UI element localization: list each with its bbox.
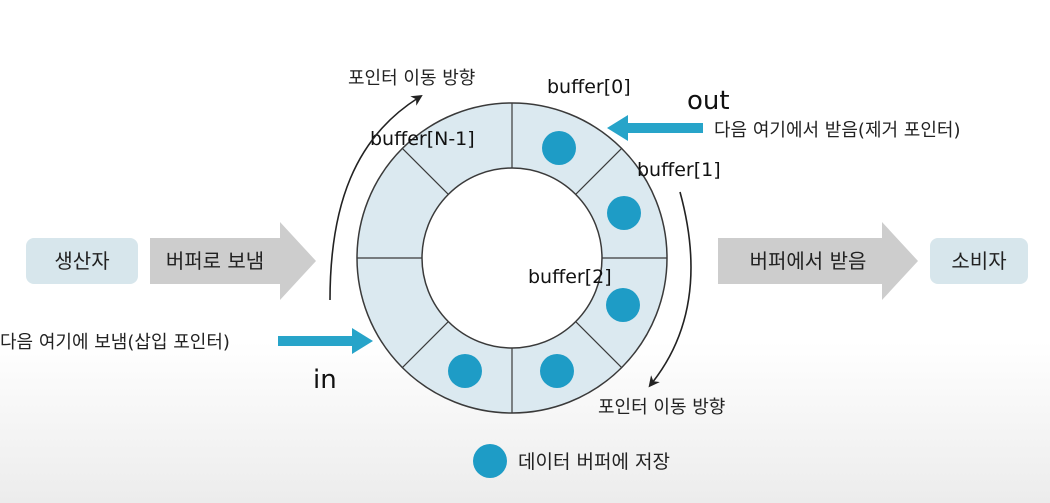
receive-from-buffer-arrow: 버퍼에서 받음 (718, 222, 918, 300)
data-dot-slot-0 (542, 131, 576, 165)
slot-label-buffer-1: buffer[1] (637, 159, 721, 181)
data-dots (448, 131, 641, 388)
data-dot-slot-4 (448, 354, 482, 388)
producer-label: 생산자 (54, 249, 109, 273)
rotation-arrow-top (329, 94, 423, 301)
ring-buffer (356, 102, 668, 414)
send-to-buffer-label: 버퍼로 보냄 (166, 249, 264, 273)
legend-data-dot (473, 444, 507, 478)
data-dot-slot-2 (606, 288, 640, 322)
slot-label-buffer-0: buffer[0] (547, 76, 631, 98)
out-pointer-label: out (687, 86, 730, 116)
in-pointer-desc: 다음 여기에 보냄(삽입 포인터) (0, 332, 230, 353)
in-pointer-label: in (313, 365, 337, 395)
legend: 데이터 버퍼에 저장 (473, 444, 670, 478)
legend-label: 데이터 버퍼에 저장 (518, 451, 670, 473)
in-pointer: 다음 여기에 보냄(삽입 포인터) in (0, 328, 373, 395)
rotation-label-bottom: 포인터 이동 방향 (598, 397, 725, 418)
consumer-label: 소비자 (951, 249, 1006, 273)
slot-dividers (357, 103, 667, 413)
slot-label-buffer-n1: buffer[N-1] (370, 128, 475, 150)
out-pointer: out 다음 여기에서 받음(제거 포인터) (607, 86, 961, 141)
data-dot-slot-1 (607, 196, 641, 230)
producer-node: 생산자 (26, 238, 138, 284)
rotation-label-top: 포인터 이동 방향 (348, 68, 475, 89)
receive-from-buffer-label: 버퍼에서 받음 (750, 249, 867, 273)
rotation-arrow-bottom (648, 191, 692, 388)
send-to-buffer-arrow: 버퍼로 보냄 (150, 222, 316, 300)
data-dot-slot-3 (540, 354, 574, 388)
slot-label-buffer-2: buffer[2] (528, 266, 612, 288)
consumer-node: 소비자 (930, 238, 1028, 284)
out-pointer-desc: 다음 여기에서 받음(제거 포인터) (714, 120, 961, 141)
